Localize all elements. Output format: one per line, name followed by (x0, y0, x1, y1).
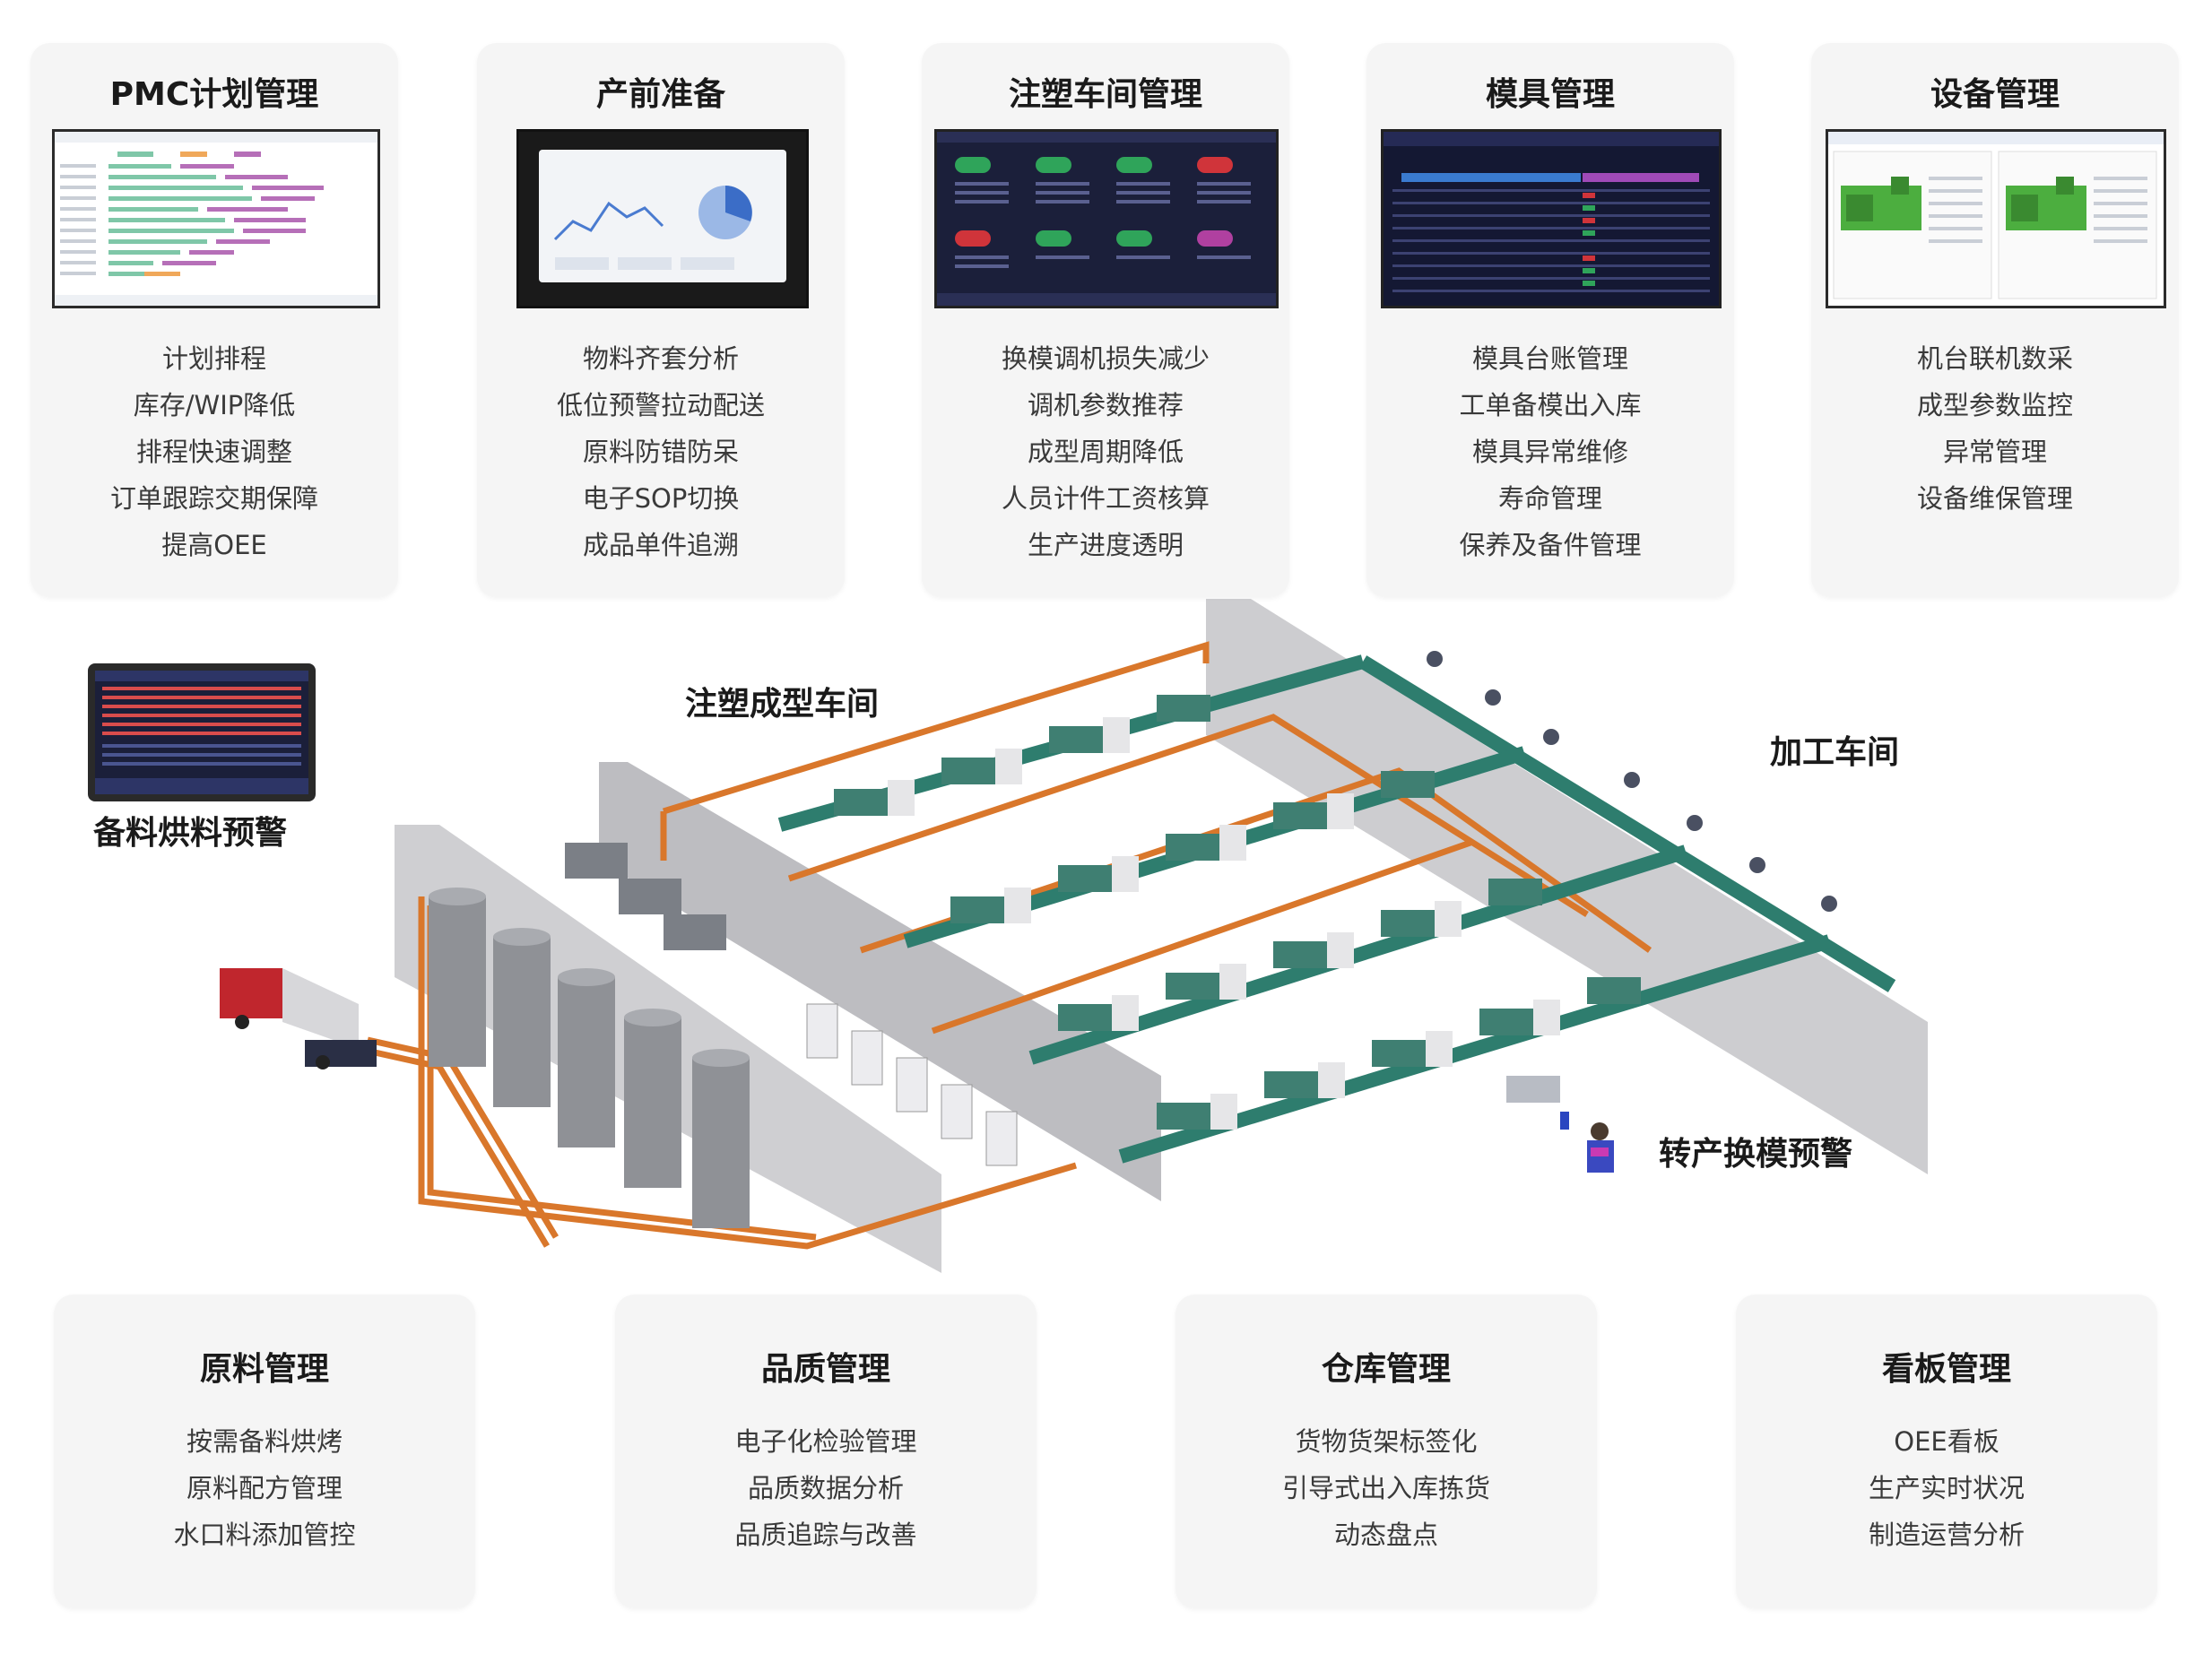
feature-item: 动态盘点 (1333, 1520, 1438, 1550)
workers (1427, 651, 1837, 912)
label-processing-workshop: 加工车间 (1770, 734, 1900, 771)
gantt-chart-thumbnail (55, 132, 377, 306)
feature-item: 原料防错防呆 (582, 437, 739, 467)
feature-item: 提高OEE (161, 530, 267, 560)
card-kanban: 看板管理 OEE看板 生产实时状况 制造运营分析 (1736, 1295, 2157, 1608)
card-title: 注塑车间管理 (1008, 76, 1202, 113)
feature-item: 引导式出入库拣货 (1281, 1473, 1490, 1503)
feature-item: 成型参数监控 (1916, 390, 2073, 420)
feature-list: 货物货架标签化 引导式出入库拣货 动态盘点 (1175, 1418, 1597, 1558)
feature-item: OEE看板 (1894, 1426, 1999, 1457)
feature-item: 电子化检验管理 (734, 1426, 917, 1457)
gantt-screenshot (52, 129, 380, 308)
feature-item: 设备维保管理 (1916, 483, 2073, 514)
card-title: 模具管理 (1485, 76, 1615, 113)
workshop-dashboard-screenshot (934, 129, 1279, 308)
feature-list: OEE看板 生产实时状况 制造运营分析 (1736, 1418, 2157, 1558)
feature-list: 计划排程 库存/WIP降低 排程快速调整 订单跟踪交期保障 提高OEE (30, 335, 398, 568)
dryer-units (806, 1003, 1018, 1166)
inner-wall (599, 762, 1161, 1201)
feature-item: 计划排程 (161, 343, 266, 374)
feature-item: 订单跟踪交期保障 (109, 483, 318, 514)
tablet-dashboard-thumbnail (539, 150, 786, 282)
feature-item: 人员计件工资核算 (1001, 483, 1210, 514)
tablet-screenshot (516, 129, 809, 308)
card-preproduction: 产前准备 物料齐套分析 低位预警拉动配送 原料防错防呆 电子SOP切换 成品单件… (477, 43, 845, 597)
card-title: 设备管理 (1930, 76, 2060, 113)
label-molding-workshop: 注塑成型车间 (685, 686, 880, 723)
feature-item: 换模调机损失减少 (1001, 343, 1210, 374)
feature-item: 寿命管理 (1497, 483, 1602, 514)
feature-list: 物料齐套分析 低位预警拉动配送 原料防错防呆 电子SOP切换 成品单件追溯 (477, 335, 845, 568)
feature-item: 排程快速调整 (135, 437, 292, 467)
feature-item: 制造运营分析 (1868, 1520, 2025, 1550)
feature-item: 成品单件追溯 (582, 530, 739, 560)
card-equipment: 设备管理 机台联机数采 成型参数监控 异常管理 设备维保管理 (1811, 43, 2179, 597)
material-warning-dashboard (88, 663, 316, 801)
feature-item: 工单备模出入库 (1459, 390, 1642, 420)
feature-list: 模具台账管理 工单备模出入库 模具异常维修 寿命管理 保养及备件管理 (1366, 335, 1734, 568)
card-pmc: PMC计划管理 计划排程 库存/WIP降低 排程快速调整 订 (30, 43, 398, 597)
card-title: 看板管理 (1881, 1351, 2011, 1388)
equipment-screenshot (1826, 129, 2166, 308)
feature-list: 按需备料烘烤 原料配方管理 水口料添加管控 (54, 1418, 475, 1558)
card-mold-management: 模具管理 模具台账管理 工单备模出入库 模具异常维修 寿命管理 保养及备件管理 (1366, 43, 1734, 597)
feature-item: 库存/WIP降低 (133, 390, 296, 420)
feature-item: 货物货架标签化 (1295, 1426, 1478, 1457)
feature-item: 物料齐套分析 (582, 343, 739, 374)
feature-item: 保养及备件管理 (1459, 530, 1642, 560)
card-title: PMC计划管理 (109, 76, 319, 113)
label-mold-change-warning: 转产换模预警 (1659, 1136, 1853, 1173)
feature-item: 品质追踪与改善 (734, 1520, 917, 1550)
feature-item: 调机参数推荐 (1027, 390, 1184, 420)
feature-item: 电子SOP切换 (582, 483, 740, 514)
delivery-truck (220, 968, 377, 1069)
pipe-network (358, 641, 1652, 1250)
grinder-machines (565, 843, 726, 950)
feature-item: 生产进度透明 (1027, 530, 1184, 560)
feature-item: 品质数据分析 (747, 1473, 904, 1503)
feature-list: 换模调机损失减少 调机参数推荐 成型周期降低 人员计件工资核算 生产进度透明 (922, 335, 1289, 568)
card-molding-workshop: 注塑车间管理 换模调机损失减少 调机参数推荐 成型周期降低 人员计 (922, 43, 1289, 597)
card-raw-material: 原料管理 按需备料烘烤 原料配方管理 水口料添加管控 (54, 1295, 475, 1608)
feature-list: 机台联机数采 成型参数监控 异常管理 设备维保管理 (1811, 335, 2179, 522)
mold-dashboard-screenshot (1381, 129, 1722, 308)
feature-item: 生产实时状况 (1868, 1473, 2025, 1503)
machine-bodies (888, 717, 1560, 1130)
feature-item: 原料配方管理 (186, 1473, 343, 1503)
molding-machines (834, 695, 1641, 1130)
mold-table-thumbnail (1384, 132, 1719, 292)
feature-item: 水口料添加管控 (173, 1520, 356, 1550)
card-quality: 品质管理 电子化检验管理 品质数据分析 品质追踪与改善 (615, 1295, 1037, 1608)
mold-change-worker (1506, 1076, 1614, 1173)
card-title: 产前准备 (595, 76, 725, 113)
warning-table-thumbnail (95, 671, 308, 794)
machine-cards-thumbnail (1828, 132, 2164, 299)
feature-item: 低位预警拉动配送 (556, 390, 765, 420)
feature-item: 成型周期降低 (1027, 437, 1184, 467)
card-warehouse: 仓库管理 货物货架标签化 引导式出入库拣货 动态盘点 (1175, 1295, 1597, 1608)
feature-item: 模具异常维修 (1471, 437, 1628, 467)
card-title: 品质管理 (760, 1351, 890, 1388)
feature-item: 机台联机数采 (1916, 343, 2073, 374)
feature-list: 电子化检验管理 品质数据分析 品质追踪与改善 (615, 1418, 1037, 1558)
card-title: 原料管理 (199, 1351, 329, 1388)
material-silos (429, 888, 750, 1228)
label-material-warning: 备料烘料预警 (93, 815, 288, 852)
card-title: 仓库管理 (1321, 1351, 1451, 1388)
machine-status-thumbnail (937, 132, 1276, 306)
feature-item: 按需备料烘烤 (186, 1426, 343, 1457)
feature-item: 模具台账管理 (1471, 343, 1628, 374)
feature-item: 异常管理 (1942, 437, 2047, 467)
